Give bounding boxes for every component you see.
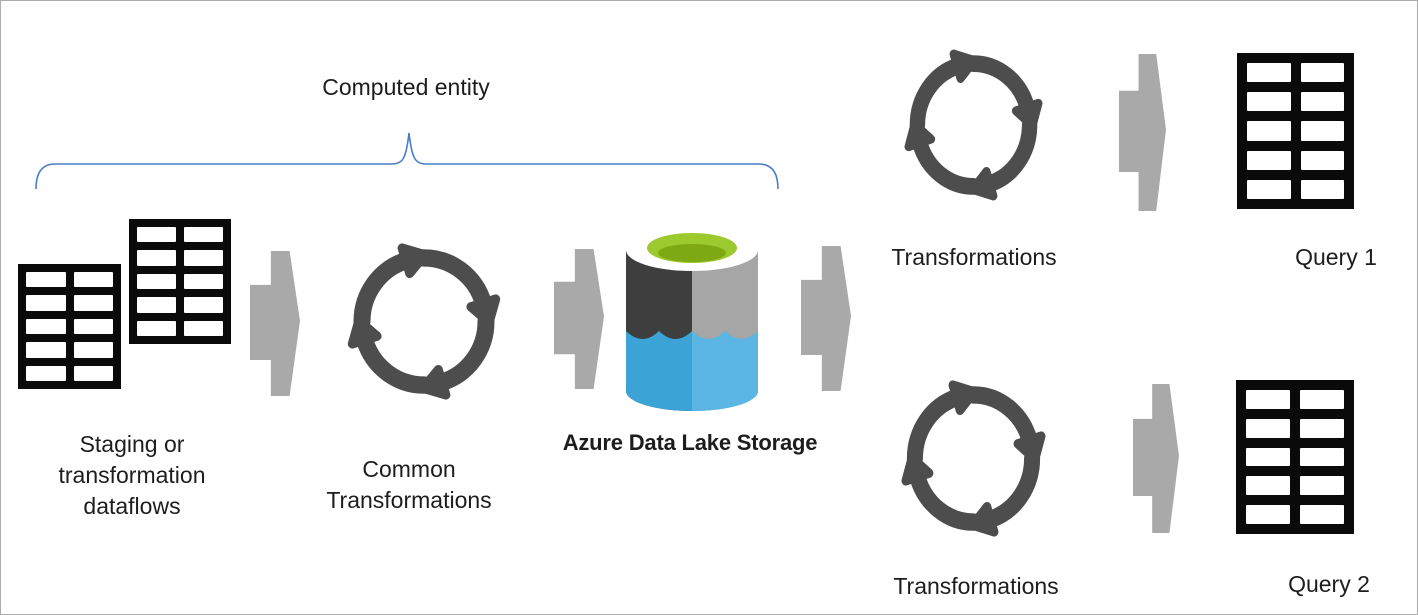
- flow-arrow-icon: [1119, 54, 1166, 211]
- table-cell: [1246, 418, 1290, 438]
- staging-label-line1: Staging or: [79, 431, 185, 457]
- staging-label-line3: dataflows: [83, 493, 181, 519]
- transformations-top-text: Transformations: [891, 244, 1057, 270]
- query2-table-icon: [1236, 380, 1354, 534]
- table-cell: [1300, 63, 1344, 83]
- table-cell: [26, 342, 66, 358]
- table-cell: [1300, 92, 1344, 112]
- table-cell: [26, 318, 66, 335]
- cylinder-water-right: [692, 331, 758, 411]
- table-cell: [1247, 179, 1291, 199]
- table-cell: [184, 320, 223, 336]
- table-cell: [137, 227, 176, 243]
- table-cell: [184, 227, 223, 243]
- table-cell: [73, 272, 113, 288]
- table-cell: [73, 342, 113, 358]
- table-cell: [73, 295, 113, 311]
- cylinder-top-green-inner: [658, 244, 726, 262]
- transformations-top-label: Transformations: [854, 242, 1094, 273]
- adls-label-text: Azure Data Lake Storage: [562, 430, 818, 455]
- query2-label: Query 2: [1259, 569, 1399, 600]
- common-transformations-label: Common Transformations: [299, 454, 519, 516]
- flow-arrow-icon: [250, 251, 300, 396]
- flow-arrow-icon: [554, 249, 604, 389]
- table-cell: [26, 295, 66, 311]
- table-cell: [73, 318, 113, 335]
- query1-table-icon: [1237, 53, 1354, 209]
- table-cell: [1300, 390, 1344, 409]
- table-cell: [1247, 121, 1291, 141]
- staging-table-back-icon: [129, 219, 231, 344]
- table-cell: [1246, 447, 1290, 467]
- table-cell: [137, 320, 176, 336]
- staging-table-front-icon: [18, 264, 121, 389]
- table-cell: [1246, 476, 1290, 496]
- flow-arrow-icon: [1133, 384, 1179, 533]
- query1-label: Query 1: [1266, 242, 1406, 273]
- query2-text: Query 2: [1288, 571, 1370, 597]
- table-cell: [184, 250, 223, 266]
- table-cell: [137, 250, 176, 266]
- table-cell: [1246, 505, 1290, 524]
- table-cell: [1247, 150, 1291, 170]
- transformations-bottom-label: Transformations: [856, 571, 1096, 602]
- transformations-bottom-text: Transformations: [893, 573, 1059, 599]
- table-cell: [26, 365, 66, 381]
- azure-data-lake-storage-label: Azure Data Lake Storage: [555, 427, 825, 458]
- table-cell: [1300, 121, 1344, 141]
- table-cell: [1300, 150, 1344, 170]
- transformations-top-cycle-icon: [883, 26, 1064, 224]
- flow-arrow-icon: [801, 246, 851, 391]
- table-cell: [1246, 390, 1290, 409]
- computed-entity-text: Computed entity: [322, 74, 490, 100]
- table-cell: [137, 273, 176, 290]
- staging-dataflows-label: Staging or transformation dataflows: [22, 429, 242, 522]
- table-cell: [1300, 179, 1344, 199]
- table-cell: [1247, 92, 1291, 112]
- table-cell: [26, 272, 66, 288]
- table-cell: [73, 365, 113, 381]
- table-cell: [1247, 63, 1291, 83]
- table-cell: [1300, 418, 1344, 438]
- table-cell: [1300, 476, 1344, 496]
- query1-text: Query 1: [1295, 244, 1377, 270]
- table-cell: [137, 297, 176, 313]
- table-cell: [1300, 447, 1344, 467]
- computed-entity-brace-icon: [35, 132, 779, 190]
- transformations-bottom-cycle-icon: [879, 356, 1068, 561]
- common-transformations-cycle-icon: [324, 219, 524, 424]
- computed-entity-label: Computed entity: [281, 72, 531, 103]
- table-cell: [184, 297, 223, 313]
- common-label-line1: Common: [362, 456, 456, 482]
- azure-data-lake-storage-icon: [626, 229, 758, 411]
- table-cell: [1300, 505, 1344, 524]
- common-label-line2: Transformations: [326, 487, 492, 513]
- staging-label-line2: transformation: [58, 462, 206, 488]
- table-cell: [184, 273, 223, 290]
